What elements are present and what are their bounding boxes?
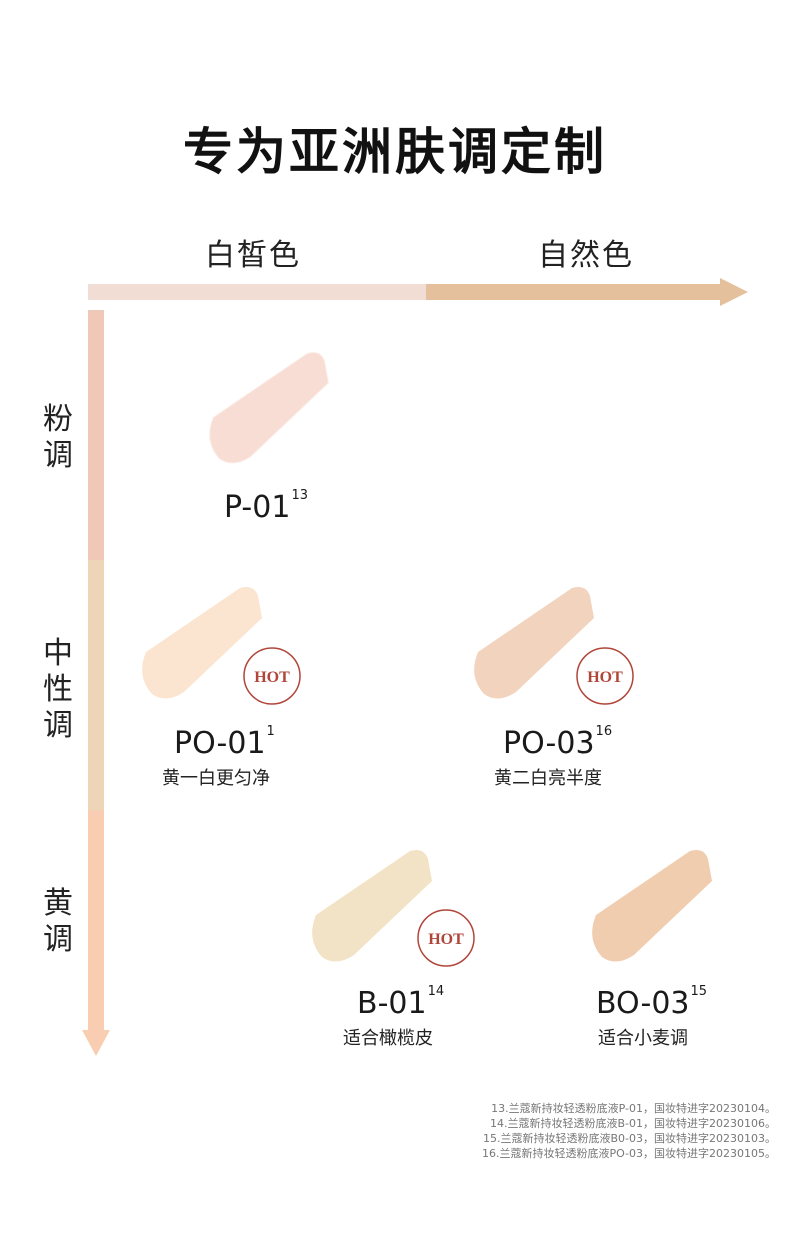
foundation-swatch-icon — [474, 587, 594, 699]
y-axis-label-pink: 粉调 — [43, 402, 73, 473]
product-desc-po03: 黄二白亮半度 — [494, 768, 602, 789]
product-code-po01: PO-011 — [174, 724, 275, 761]
footnotes: 13.兰蔻新持妆轻透粉底液P-01，国妆特进字20230104。 14.兰蔻新持… — [482, 1101, 776, 1161]
hot-badge-label: HOT — [587, 669, 623, 686]
y-axis-label-neutral: 中性调 — [43, 636, 73, 743]
x-axis-bar-dark — [426, 284, 722, 300]
y-axis-segment-yellow — [88, 810, 104, 1032]
foundation-swatch-icon — [312, 850, 432, 962]
foundation-swatch-icon — [208, 351, 331, 465]
product-code-bo03: BO-0315 — [596, 984, 708, 1021]
x-axis-label-natural: 自然色 — [538, 238, 634, 273]
product-code-p01: P-0113 — [224, 488, 308, 525]
foundation-swatch-icon — [142, 587, 262, 699]
product-code-po03: PO-0316 — [503, 724, 613, 761]
y-axis-segment-pink — [88, 310, 104, 560]
hot-badge-label: HOT — [254, 669, 290, 686]
footnote: 13.兰蔻新持妆轻透粉底液P-01，国妆特进字20230104。 — [491, 1102, 776, 1115]
footnote: 14.兰蔻新持妆轻透粉底液B-01，国妆特进字20230106。 — [490, 1117, 776, 1130]
hot-badge-icon: HOT — [243, 647, 301, 705]
product-desc-bo03: 适合小麦调 — [598, 1028, 688, 1049]
product-desc-b01: 适合橄榄皮 — [343, 1028, 433, 1049]
y-axis-label-yellow: 黄调 — [43, 886, 73, 957]
hot-badge-label: HOT — [428, 931, 464, 948]
x-axis-label-fair: 白皙色 — [205, 238, 301, 273]
x-axis-arrow-icon — [720, 278, 748, 306]
hot-badge-icon: HOT — [417, 909, 475, 967]
product-code-b01: B-0114 — [357, 984, 445, 1021]
x-axis-bar-light — [88, 284, 426, 300]
y-axis-arrow-icon — [82, 1030, 110, 1056]
y-axis-segment-neutral — [88, 560, 104, 810]
foundation-swatch-icon — [592, 850, 712, 962]
page-title: 专为亚洲肤调定制 — [183, 123, 607, 181]
footnote: 15.兰蔻新持妆轻透粉底液B0-03，国妆特进字20230103。 — [483, 1132, 776, 1145]
footnote: 16.兰蔻新持妆轻透粉底液PO-03，国妆特进字20230105。 — [481, 1147, 776, 1160]
hot-badge-icon: HOT — [576, 647, 634, 705]
product-desc-po01: 黄一白更匀净 — [162, 768, 270, 789]
